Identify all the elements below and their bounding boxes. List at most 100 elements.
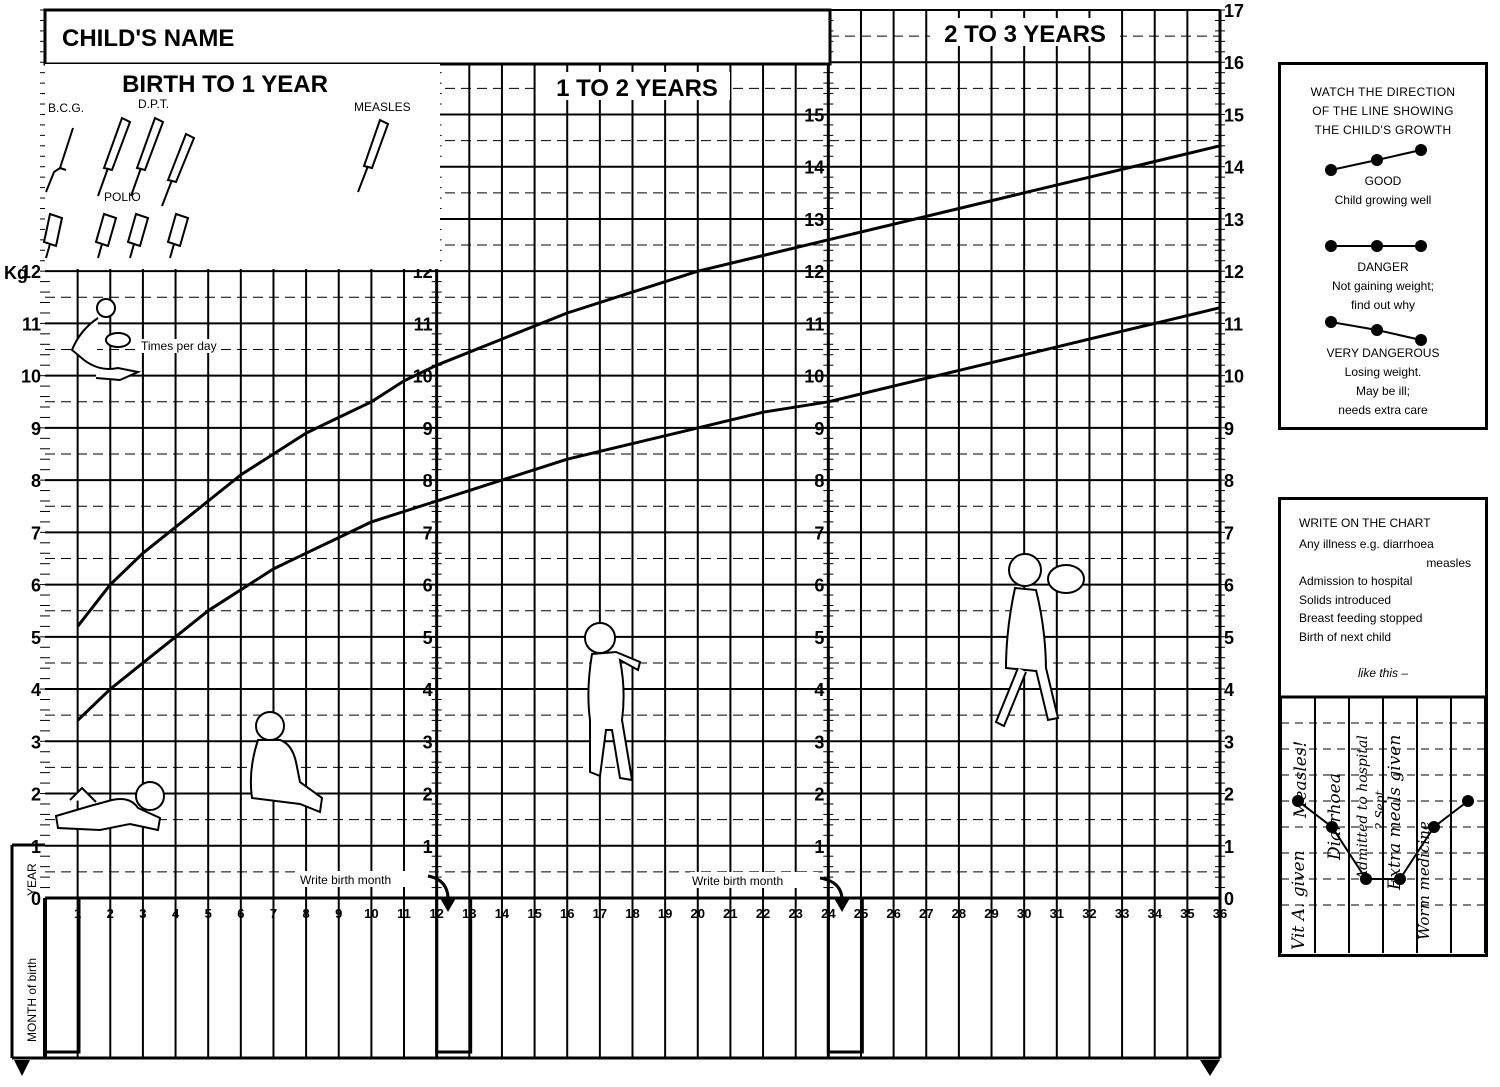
dropper-icon [42,212,64,259]
y-tick-label: 11 [805,314,824,334]
list-item: Breast feeding stopped [1299,611,1423,625]
mini-point [1360,873,1372,885]
mini-point [1292,795,1304,807]
y-tick-label: 8 [31,471,41,491]
bcg-label: B.C.G. [48,101,84,115]
y-tick-label: 9 [31,419,41,439]
birth-month-slot [826,898,864,1054]
x-tick-label: 21 [723,906,737,921]
chart-thick-lines [10,10,1222,1060]
y-tick-label: 11 [1224,314,1243,334]
x-tick-label: 1 [74,906,81,921]
y-tick-label: 5 [423,628,433,648]
x-tick-label: 22 [756,906,770,921]
growth-curve-lower [76,306,1221,722]
falling-line-icon [1325,316,1427,346]
like-this-label: like this – [1357,666,1409,680]
x-tick-label: 16 [560,906,574,921]
y-tick-label: 8 [1224,471,1234,491]
birth-to-1-year-header: BIRTH TO 1 YEAR [122,71,328,98]
x-tick-label: 18 [625,906,639,921]
x-tick-label: 28 [952,906,966,921]
list-item: Birth of next child [1299,629,1392,644]
x-tick-label: 12 [429,906,443,921]
arrow-down-icon [14,1060,30,1076]
y-tick-label: 7 [1224,523,1234,543]
syringe-icon [161,132,196,207]
x-tick-label: 27 [919,906,933,921]
y-tick-label: 3 [814,732,824,752]
y-tick-label: 14 [804,158,824,178]
month-of-birth-label: MONTH of birth [25,958,39,1042]
example-annotation: Vit A. given [1289,850,1309,950]
x-tick-label: 9 [335,906,342,921]
breastfeeding-icon [70,298,142,382]
x-tick-label: 10 [364,906,378,921]
x-tick-label: 23 [788,906,802,921]
childs-name-label: CHILD'S NAME [62,25,234,52]
polio-label: POLIO [104,190,141,204]
times-per-day-label: Times per day [141,339,217,353]
x-tick-label: 20 [691,906,705,921]
arrow-icon [834,898,850,912]
example-annotation: Measles! [1291,740,1311,818]
x-tick-label: 5 [205,906,212,921]
x-tick-label: 7 [270,906,277,921]
x-tick-label: 29 [984,906,998,921]
legend-very-dangerous: VERY DANGEROUS Losing weight. May be ill… [1281,314,1485,417]
measles-label: MEASLES [354,100,411,114]
legend-good-label: GOOD [1364,174,1402,188]
legend-good-desc: Child growing well [1334,193,1432,207]
example-annotation: Admitted to hospital [1355,735,1371,880]
x-tick-label: 30 [1017,906,1031,921]
toddler-standing-icon [584,622,642,782]
y-tick-label: 7 [423,523,433,543]
rising-line-icon [1325,144,1427,176]
y-tick-label: 14 [1224,158,1244,178]
x-tick-label: 19 [658,906,672,921]
baby-lying-icon [54,781,165,832]
x-tick-label: 24 [821,906,836,921]
y-tick-label: 6 [31,576,41,596]
y-tick-label: 0 [31,889,41,909]
write-birth-month-label-2: Write birth month [692,874,783,888]
x-tick-label: 36 [1213,906,1227,921]
arrow-down-icon [1200,1060,1220,1076]
dpt-label: D.P.T. [138,97,169,111]
y-tick-label: 1 [423,837,433,857]
write-birth-month-label-1: Write birth month [300,873,391,887]
2-to-3-years-header: 2 TO 3 YEARS [944,21,1106,48]
syringe-icon [130,116,165,197]
y-tick-label: 3 [423,732,433,752]
y-tick-label: 11 [22,314,41,334]
y-tick-label: 13 [804,210,824,230]
y-tick-label: 9 [814,419,824,439]
y-tick-label: 4 [814,680,824,700]
syringe-icon [45,127,74,193]
example-annotation: Extra meals given [1385,734,1405,890]
syringe-icon [357,118,390,193]
y-tick-label: 9 [423,419,433,439]
x-tick-label: 35 [1180,906,1194,921]
x-tick-label: 4 [172,906,180,921]
dropper-icon [126,212,150,259]
arrow-icon [440,898,456,912]
y-tick-label: 5 [31,628,41,648]
mini-line [1297,800,1469,880]
y-tick-label: 5 [1224,628,1234,648]
y-tick-label: 1 [1224,837,1234,857]
birth-month-slot [43,898,81,1054]
dropper-icon [94,212,118,259]
y-tick-label: 6 [423,576,433,596]
legend-very-dangerous-label: VERY DANGEROUS [1326,346,1440,360]
y-tick-label: 15 [804,105,824,125]
list-item: Any illness e.g. diarrhoea [1299,537,1434,551]
kg-axis-label: Kg [4,263,28,283]
year-label: YEAR [25,863,39,896]
y-tick-label: 3 [31,732,41,752]
x-tick-label: 11 [397,906,411,921]
y-tick-label: 1 [814,837,824,857]
y-tick-label: 8 [814,471,824,491]
x-tick-label: 33 [1115,906,1129,921]
y-tick-label: 3 [1224,732,1234,752]
